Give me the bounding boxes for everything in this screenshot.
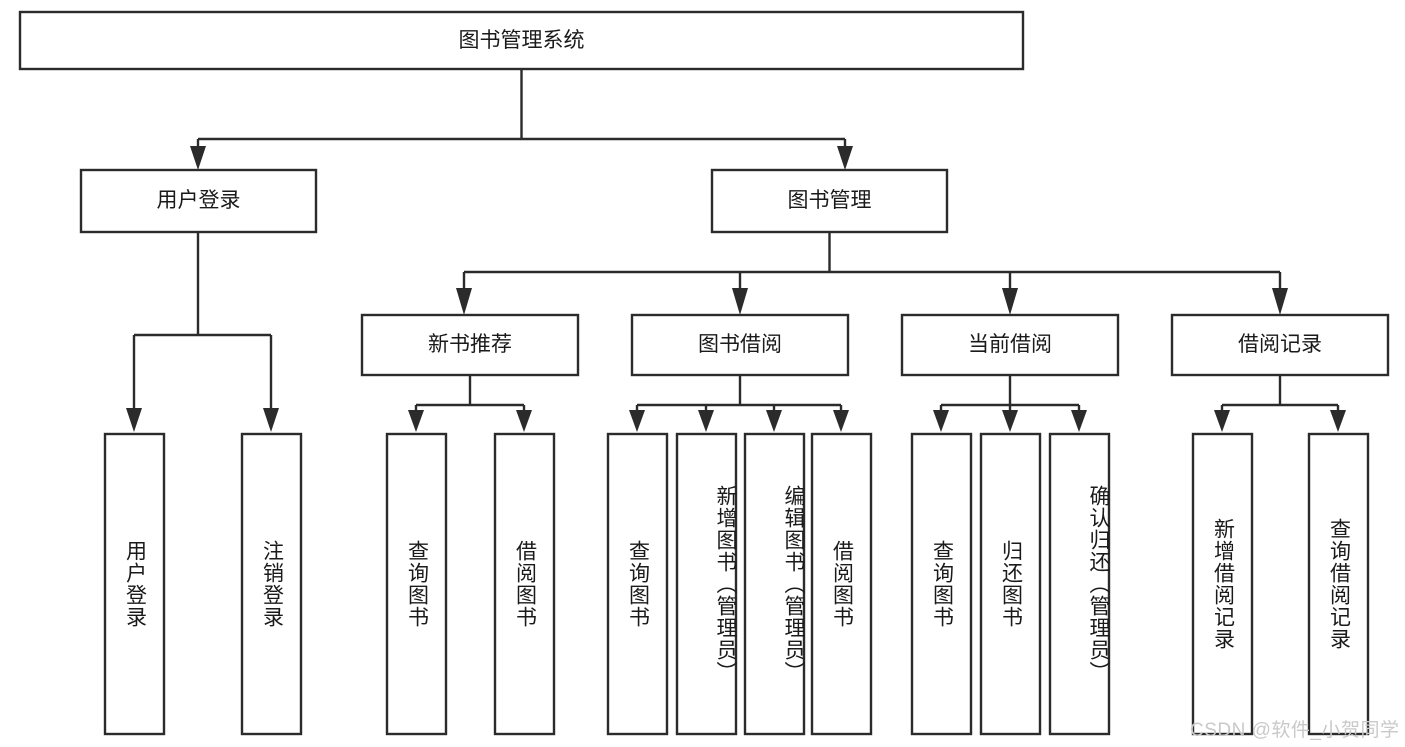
leaf-box-user-login[interactable] <box>103 432 166 736</box>
node-label: 图书借阅 <box>698 333 782 356</box>
arrow-head-icon <box>263 408 279 432</box>
arrow-head-icon <box>837 146 853 170</box>
connector-bookborrow-to-leaves <box>629 375 849 432</box>
node-book-management[interactable]: 图书管理 <box>710 168 949 234</box>
leaf-box-logout-login[interactable] <box>240 432 303 736</box>
arrow-head-icon <box>698 410 714 432</box>
node-book-borrow[interactable]: 图书借阅 <box>630 313 850 377</box>
connector-newbook-to-leaves <box>408 375 532 432</box>
arrow-head-icon <box>1002 410 1018 432</box>
node-current-borrow[interactable]: 当前借阅 <box>900 313 1120 377</box>
node-borrow-record[interactable]: 借阅记录 <box>1170 313 1390 377</box>
node-label: 用户登录 <box>157 189 241 212</box>
arrow-head-icon <box>1272 288 1288 315</box>
arrow-head-icon <box>1330 410 1346 432</box>
leaf-box-add-record[interactable] <box>1191 432 1254 736</box>
node-box[interactable] <box>630 313 850 377</box>
node-label: 图书管理 <box>788 189 872 212</box>
leaf-box-query-book-1[interactable] <box>385 432 448 736</box>
csdn-watermark: CSDN @软件_小贺同学 <box>1190 720 1400 741</box>
leaf-box-query-book-2[interactable] <box>606 432 669 736</box>
arrow-head-icon <box>1214 410 1230 432</box>
node-box[interactable] <box>900 313 1120 377</box>
leaf-box-borrow-book-2[interactable] <box>810 432 873 736</box>
node-box[interactable] <box>79 168 318 234</box>
node-book-management-system[interactable]: 图书管理系统 <box>18 10 1025 71</box>
arrow-head-icon <box>408 410 424 432</box>
node-label: 图书管理系统 <box>459 29 585 52</box>
leaf-box-query-record[interactable] <box>1307 432 1370 736</box>
arrow-head-icon <box>732 288 748 315</box>
node-box[interactable] <box>1170 313 1390 377</box>
leaf-box-add-book[interactable] <box>675 432 738 736</box>
arrow-head-icon <box>833 410 849 432</box>
arrow-head-icon <box>766 410 782 432</box>
arrow-head-icon <box>126 408 142 432</box>
arrow-head-icon <box>516 410 532 432</box>
node-label: 借阅记录 <box>1238 333 1322 356</box>
leaf-box-query-book-3[interactable] <box>910 432 973 736</box>
arrow-head-icon <box>190 146 206 170</box>
node-label: 当前借阅 <box>968 333 1052 356</box>
arrow-head-icon <box>1002 288 1018 315</box>
arrow-head-icon <box>629 410 645 432</box>
connector-userlogin-to-leaves <box>126 232 279 432</box>
arrow-head-icon <box>933 410 949 432</box>
connector-currentborrow-to-leaves <box>933 375 1087 432</box>
connector-borrowrecord-to-leaves <box>1214 375 1346 432</box>
node-box[interactable] <box>360 313 580 377</box>
node-user-login[interactable]: 用户登录 <box>79 168 318 234</box>
node-label: 新书推荐 <box>428 333 512 356</box>
leaf-box-confirm-return[interactable] <box>1048 432 1111 736</box>
leaf-box-borrow-book-1[interactable] <box>493 432 556 736</box>
node-box[interactable] <box>710 168 949 234</box>
connector-bookmgmt-to-level2 <box>456 232 1288 315</box>
leaf-box-return-book[interactable] <box>979 432 1042 736</box>
node-new-book-recommend[interactable]: 新书推荐 <box>360 313 580 377</box>
arrow-head-icon <box>1071 410 1087 432</box>
node-box[interactable] <box>18 10 1025 71</box>
arrow-head-icon <box>456 288 472 315</box>
connector-root-to-level1 <box>190 69 853 170</box>
leaf-box-edit-book[interactable] <box>743 432 806 736</box>
